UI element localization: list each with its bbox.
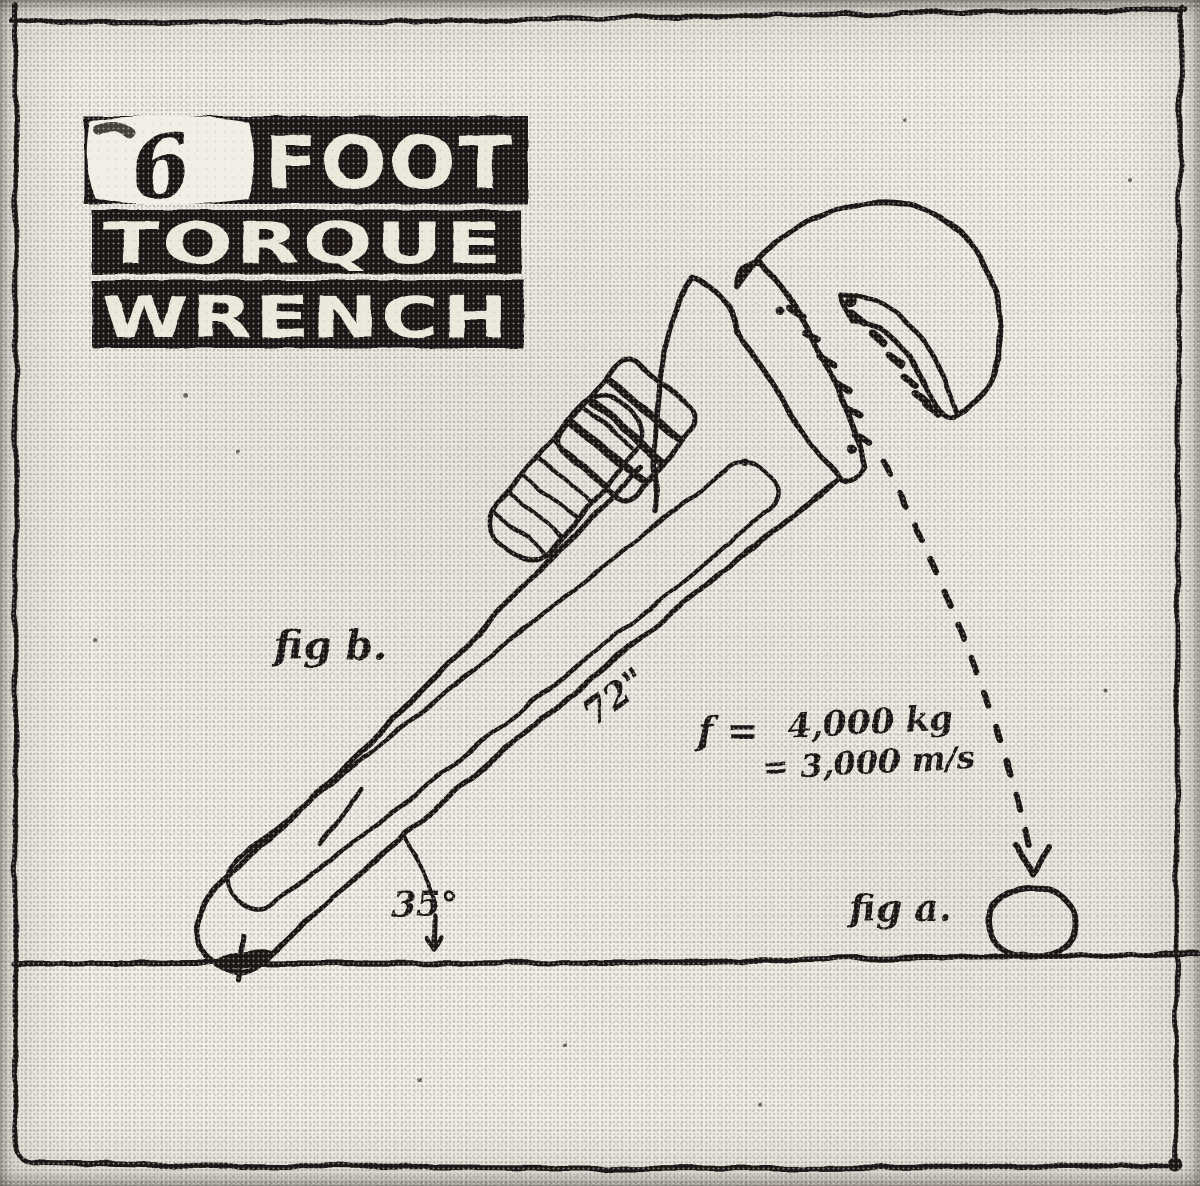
- title-band-3: [92, 280, 524, 348]
- angle-arrowhead-icon: [424, 934, 444, 953]
- ball: [986, 885, 1080, 960]
- contact-tick: [234, 932, 246, 982]
- title-word-torque: TORQUE: [103, 211, 505, 277]
- handle-panel: [225, 461, 781, 911]
- title-word-foot: FOOT: [264, 121, 514, 205]
- frame-top: [10, 6, 1189, 26]
- handle-tip-contact-blot: [213, 949, 273, 969]
- annotations: fig b. 72" f = 4,000 kg = 3,000 m/s 35° …: [271, 622, 976, 930]
- hook-band-cap: [838, 291, 856, 324]
- tooth-blot: [846, 295, 858, 307]
- jaw-teeth: [741, 295, 942, 468]
- knurl-ridges: [492, 405, 635, 556]
- angle-label: 35°: [392, 884, 458, 925]
- tooth-blot: [741, 460, 749, 468]
- nut-housing-arch: [651, 274, 742, 515]
- knurl-barrel: [488, 393, 644, 563]
- handle: [194, 465, 841, 975]
- hook-jaw: [734, 199, 1004, 418]
- heel-jaw-bottom-cap: [839, 464, 868, 485]
- angle-arrow-shaft: [431, 913, 438, 950]
- heel-jaw-left-edge: [736, 328, 845, 483]
- frame: [10, 1, 1200, 1172]
- tooth-blot: [846, 444, 856, 454]
- hook-teeth: [848, 309, 942, 418]
- fig-b-label: fig b.: [271, 622, 387, 669]
- title-number: 6: [125, 114, 197, 222]
- pipe-wrench: [194, 199, 1004, 982]
- tooth-blot: [775, 307, 783, 315]
- heel-teeth: [784, 304, 873, 446]
- stray-specks: [93, 118, 1132, 1107]
- adjuster-block: [555, 357, 699, 503]
- frame-right: [1172, 4, 1185, 1169]
- handle-panel-divider: [318, 786, 366, 846]
- trajectory-arrowhead-icon: [1013, 842, 1052, 877]
- frame-left: [12, 1, 37, 1165]
- title-word-wrench: WRENCH: [101, 285, 511, 351]
- force-value-label: 4,000 kg: [786, 698, 954, 747]
- fig-a-label: fig a.: [846, 886, 952, 930]
- hook-band-inner-edge: [850, 318, 944, 416]
- adjuster-ridges: [568, 376, 684, 487]
- title-block: 6 FOOT TORQUE WRENCH: [84, 114, 528, 351]
- hook-band-outer-edge: [838, 291, 960, 417]
- ink-smudge: [93, 121, 135, 138]
- force-lhs-label: f =: [694, 708, 758, 753]
- knurled-nut: [488, 393, 644, 563]
- title-band-2: [92, 210, 521, 274]
- frame-corner-blot: [1168, 1157, 1182, 1171]
- angle-arc: [401, 833, 438, 908]
- frame-bottom: [31, 1159, 1180, 1172]
- trajectory-dashes: [881, 458, 1032, 849]
- physics-marks: [93, 118, 1132, 1107]
- length-label: 72": [575, 660, 655, 734]
